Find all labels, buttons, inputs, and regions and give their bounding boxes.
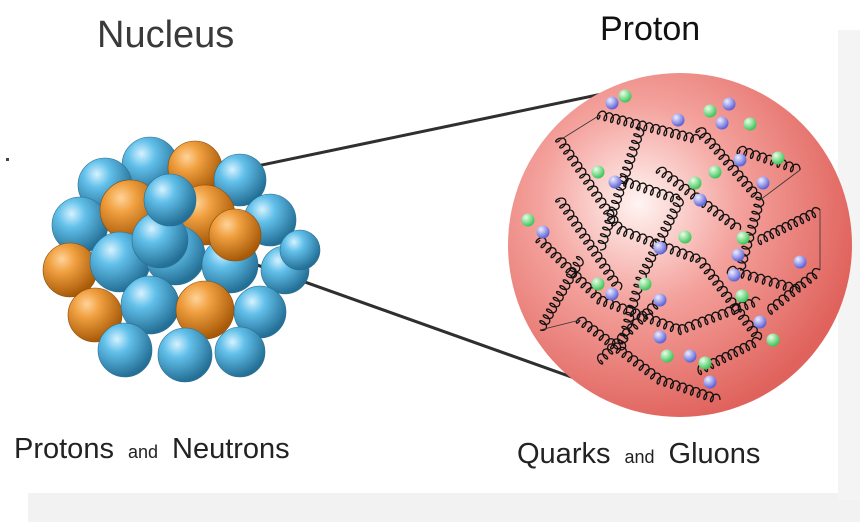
quark-purple	[734, 154, 747, 167]
quark-green	[736, 290, 749, 303]
nucleus-caption: Protons and Neutrons	[14, 433, 290, 466]
quark-green	[709, 166, 722, 179]
quark-purple	[728, 269, 741, 282]
quark-green	[772, 152, 785, 165]
caption-neutrons: Neutrons	[172, 433, 290, 465]
neutron-ball	[158, 328, 212, 382]
neutron-ball	[98, 323, 152, 377]
caption-and: and	[624, 447, 654, 467]
neutron-ball	[215, 327, 265, 377]
quark-green	[522, 214, 535, 227]
nucleus-title: Nucleus	[97, 14, 234, 57]
quark-purple	[757, 177, 770, 190]
quark-purple	[654, 242, 667, 255]
quark-green	[737, 232, 750, 245]
proton-caption: Quarks and Gluons	[517, 438, 760, 471]
quark-purple	[672, 114, 685, 127]
quark-green	[592, 166, 605, 179]
quark-green	[699, 357, 712, 370]
quark-green	[639, 278, 652, 291]
nucleus-cluster	[43, 137, 320, 382]
quark-purple	[684, 350, 697, 363]
quark-purple	[537, 226, 550, 239]
proton-ball	[209, 209, 261, 261]
quark-purple	[794, 256, 807, 269]
quark-green	[592, 278, 605, 291]
quark-green	[704, 105, 717, 118]
caption-quarks: Quarks	[517, 438, 610, 470]
quark-purple	[654, 294, 667, 307]
quark-purple	[732, 249, 745, 262]
quark-purple	[754, 316, 767, 329]
quark-purple	[606, 97, 619, 110]
quark-green	[679, 231, 692, 244]
quark-green	[689, 177, 702, 190]
quark-green	[619, 90, 632, 103]
quark-green	[661, 350, 674, 363]
quark-purple	[716, 117, 729, 130]
proton-title: Proton	[600, 10, 700, 49]
quark-green	[767, 334, 780, 347]
neutron-ball	[144, 174, 196, 226]
quark-purple	[723, 98, 736, 111]
neutron-ball	[280, 230, 320, 270]
quark-purple	[609, 176, 622, 189]
caption-gluons: Gluons	[669, 438, 761, 470]
caption-and: and	[128, 442, 158, 462]
quark-purple	[704, 376, 717, 389]
caption-protons: Protons	[14, 433, 114, 465]
quark-purple	[606, 288, 619, 301]
quark-purple	[694, 194, 707, 207]
quark-purple	[654, 331, 667, 344]
quark-green	[744, 118, 757, 131]
